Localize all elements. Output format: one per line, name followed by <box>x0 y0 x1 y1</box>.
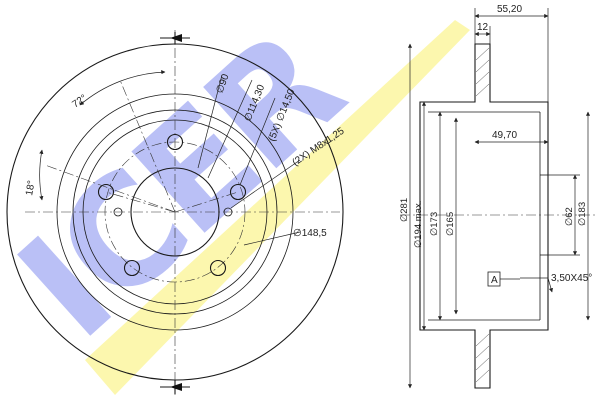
angle-arc-18 <box>39 149 44 201</box>
stud-holes <box>97 133 247 277</box>
stud-hole <box>166 133 184 151</box>
dim-d165: ∅165 <box>445 212 456 236</box>
section-arrow-bottom <box>160 380 190 394</box>
stud-hole <box>97 183 115 201</box>
threaded-hole <box>223 207 233 217</box>
section-hatch-top <box>475 47 490 97</box>
chamfer-leader-2 <box>547 277 553 293</box>
dim-d148-5: ∅148,5 <box>293 228 327 239</box>
angle-arc-72 <box>79 70 166 106</box>
dim-49-70: 49,70 <box>492 130 517 141</box>
leader-d148 <box>243 231 301 246</box>
dim-12: 12 <box>477 22 489 33</box>
threaded-holes <box>113 207 233 217</box>
leader-m8 <box>230 159 301 209</box>
leader-d90 <box>197 74 223 169</box>
threaded-hole <box>113 207 123 217</box>
dim-chamfer: 3,50X45° <box>551 273 592 284</box>
stud-hole <box>209 259 227 277</box>
angle-ray-1 <box>119 79 176 213</box>
leader-d114 <box>207 79 253 179</box>
angle-label-18: 18° <box>24 180 37 197</box>
dim-55-20: 55,20 <box>497 4 522 15</box>
watermark-swoosh <box>85 20 470 395</box>
dim-d183: ∅183 <box>577 202 588 226</box>
dim-d62: ∅62 <box>564 207 575 226</box>
stud-hole <box>123 259 141 277</box>
icer-watermark: ICER <box>0 0 470 395</box>
angle-line-72 <box>174 191 239 213</box>
section-outline <box>419 43 549 389</box>
angle-ray-2 <box>44 164 176 213</box>
section-arrow-top <box>160 32 190 44</box>
section-hatch-bottom <box>475 333 490 383</box>
angle-label-72: 72° <box>70 93 89 111</box>
dim-d173: ∅173 <box>429 212 440 236</box>
angle-line-18 <box>105 191 176 213</box>
leader-d14-5 <box>239 97 276 186</box>
side-view: 55,20 12 49,70 ∅281 ∅194 max. ∅173 ∅165 … <box>399 4 595 389</box>
dim-d194-max: ∅194 max. <box>413 201 424 248</box>
datum-a: A <box>491 275 498 286</box>
dim-d281: ∅281 <box>399 198 410 222</box>
stud-hole <box>229 183 247 201</box>
